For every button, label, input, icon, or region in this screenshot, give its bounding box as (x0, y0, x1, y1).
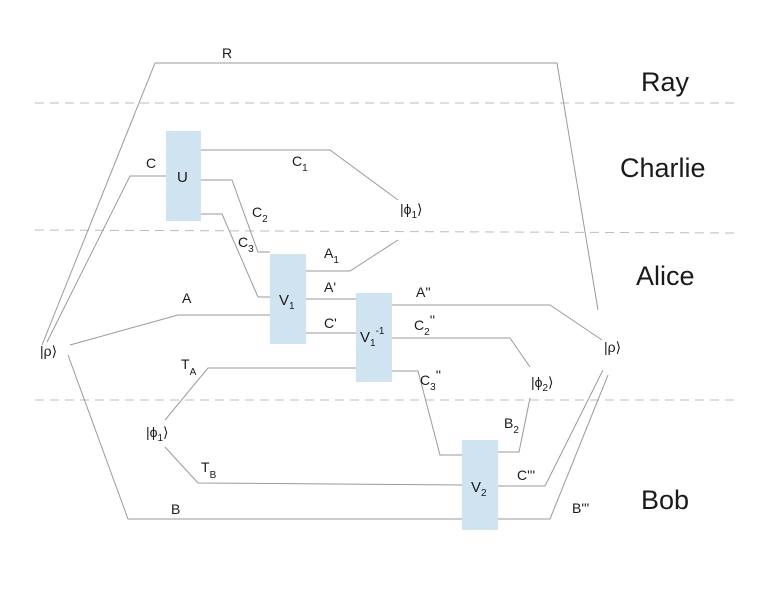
wire-c3-double-prime (392, 370, 462, 456)
wire-a1 (306, 239, 399, 272)
divider-charlie-alice (34, 229, 736, 234)
wire-label-b-triple-prime: B''' (572, 500, 589, 516)
wires (41, 62, 609, 520)
gate-v1-inverse-label: V1-1 (360, 326, 385, 349)
wire-label-c-triple-prime: C''' (517, 467, 535, 483)
gate-u (166, 131, 201, 221)
state-rho-input: |ρ⟩ (40, 343, 57, 359)
wire-label-c-prime: C' (324, 315, 337, 331)
wire-label-a-double-prime: A'' (416, 284, 431, 300)
wire-c2 (201, 179, 270, 253)
wire-b (67, 354, 462, 520)
wire-label-a-prime: A' (324, 279, 336, 295)
party-label-bob: Bob (641, 485, 689, 515)
wire-r (41, 62, 599, 346)
state-phi2: |ϕ2⟩ (531, 374, 554, 394)
wire-label-c: C (146, 155, 156, 171)
wire-label-c3-double-prime: C3'' (420, 367, 441, 393)
gate-v1 (270, 254, 306, 344)
gate-v2 (462, 440, 498, 530)
wire-c (46, 175, 166, 343)
wire-c2-double-prime (392, 337, 531, 368)
wire-label-r: R (222, 45, 232, 61)
gate-u-label: U (177, 169, 188, 186)
wire-c-triple-prime (498, 369, 604, 487)
wire-b-triple-prime (498, 374, 609, 520)
wire-label-c2: C2 (252, 204, 268, 225)
state-phi1-charlie: |ϕ1⟩ (400, 201, 423, 221)
wire-label-ta: TA (181, 356, 197, 378)
wire-ta (164, 367, 356, 421)
wire-a-double-prime (392, 304, 603, 341)
wire-tb (164, 446, 463, 486)
gate-v1-label: V1 (279, 292, 295, 312)
wire-label-b: B (171, 501, 180, 517)
wire-label-b2: B2 (504, 415, 519, 436)
party-label-alice: Alice (636, 261, 695, 291)
state-phi1-bob: |ϕ1⟩ (146, 424, 169, 444)
party-label-ray: Ray (641, 67, 690, 97)
gate-v2-label: V2 (471, 479, 487, 499)
gate-v1-inverse (356, 293, 392, 382)
wire-a (69, 314, 270, 346)
wire-b2 (498, 397, 531, 453)
wire-label-c3: C3 (238, 234, 254, 255)
wire-label-a: A (182, 290, 192, 306)
wire-c1 (201, 149, 399, 201)
wire-label-c2-double-prime: C2'' (414, 312, 435, 338)
wire-label-tb: TB (201, 459, 217, 481)
state-rho-output: |ρ⟩ (604, 339, 621, 355)
wire-c3 (201, 213, 270, 298)
party-label-charlie: Charlie (620, 153, 706, 183)
wire-label-c1: C1 (292, 153, 308, 174)
wire-label-a1: A1 (324, 245, 339, 266)
